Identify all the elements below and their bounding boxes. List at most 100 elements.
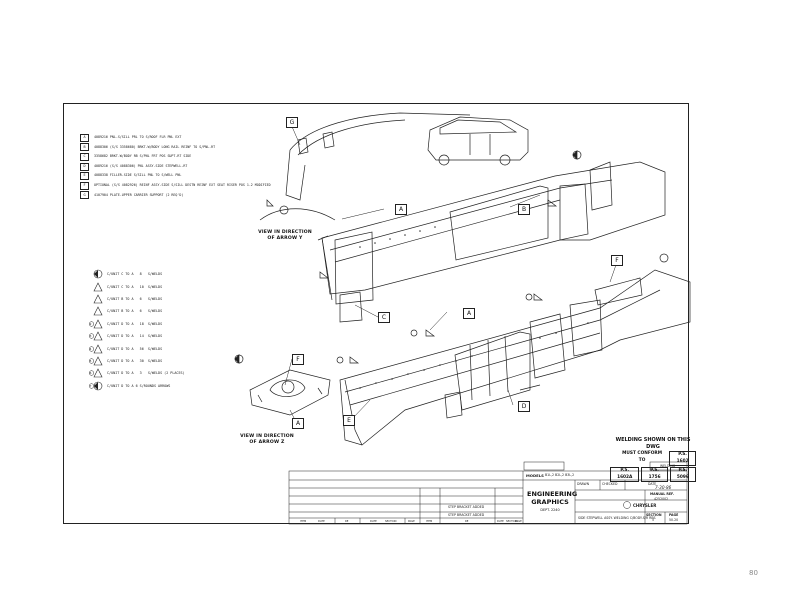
weld-symbol-icon (89, 381, 103, 391)
drawing-title: SIDE STEPWELL ASSY. WELDING C/BODY-S/R R… (578, 516, 656, 520)
legend-key: E (80, 172, 89, 181)
weld-schedule-text: C/UNIT C TO A 8 S/WELDS (107, 272, 163, 277)
page-value: 50.20 (669, 518, 679, 522)
legend-key: F (80, 181, 89, 190)
weld-schedule-row: C/UNIT C TO A 10 S/WELDS (89, 280, 185, 292)
engineering-graphics: ENGINEERING GRAPHICS (527, 490, 578, 506)
weld-note-line1: WELDING SHOWN ON THIS DWG (615, 437, 691, 450)
models-label: MODELS (526, 473, 544, 478)
col-head: ITEM (426, 519, 433, 523)
view-label-y: VIEW IN DIRECTION OF ARROW Y (258, 230, 312, 241)
legend-text: 4089216 PNL-S/SILL PRL TO S/ROOF FLR PNL… (94, 135, 182, 139)
weld-schedule-text: C/UNIT B TO A 6 S/WELDS (107, 309, 163, 314)
legend-key: B (80, 143, 89, 152)
legend-text: OPTIONAL (S/S 4082926) REINF ASSY-SIDE S… (94, 182, 271, 187)
weld-schedule-text: C/UNIT C TO A 10 S/WELDS (107, 284, 163, 289)
view-z-plate (249, 369, 331, 416)
weld-schedule-text: C/UNIT D TO A 3 S/WELDS (2 PLACES) (107, 371, 185, 376)
weld-schedule-row: C/UNIT B TO A 6 S/WELDS (89, 305, 185, 317)
weld-seq-number: 4 (89, 346, 92, 351)
weld-seq-number: 2 (89, 321, 92, 326)
date-value: 7-30-86 (655, 485, 672, 490)
col-head: PAGE (408, 519, 415, 523)
parts-legend: A 4089216 PNL-S/SILL PRL TO S/ROOF FLR PN… (80, 133, 271, 200)
callout-c: C (378, 312, 390, 323)
spec-ps5096: P.S. 5096 (669, 467, 697, 482)
weld-seq-number: 5 (89, 358, 92, 363)
weld-symbol-icon (93, 294, 103, 304)
upper-carrier-sketch (259, 112, 471, 221)
weld-schedule-row: 5 C/UNIT D TO A 30 S/WELDS (89, 355, 185, 367)
spec-ps1756: P.S. 1756 (641, 467, 668, 482)
legend-row: D 4089216 (S/S 4088306) PNL ASSY-SIDE STE… (80, 162, 271, 172)
weld-symbol-icon (93, 269, 103, 279)
weld-schedule-text: C/UNIT D TO A 30 S/WELDS (107, 358, 163, 363)
legend-text: 4088306 (S/S 3358680) BRKT-W/BODY LONG R… (94, 144, 216, 149)
weld-schedule-text: C/UNIT D TO A 6 S/ROUNDS ARROWS (107, 383, 171, 388)
weld-symbol-icon (89, 343, 103, 353)
weld-seq-number: 7 (89, 383, 92, 388)
col-head: DATE (497, 519, 504, 523)
callout-f-lower: F (292, 354, 304, 365)
callout-e: E (343, 415, 355, 426)
callout-a-lower: A (463, 308, 475, 319)
page-number: 80 (749, 569, 758, 577)
date-label: DATE (648, 482, 657, 486)
upper-sill-assembly (317, 161, 666, 323)
sheet-tag: WELDING (660, 464, 676, 468)
legend-row: E 4088338 FILLER-SIDE S/SILL PNL TO S/WEL… (80, 171, 271, 181)
legend-key: G (80, 191, 89, 200)
revision-note-2: STEP BRACKET ADDED (448, 513, 485, 517)
leader-lines (284, 121, 618, 423)
col-head: RE (345, 519, 349, 523)
weld-schedule-text: C/UNIT D TO A 56 S/WELDS (107, 346, 163, 351)
weld-schedule: C/UNIT C TO A 8 S/WELDS C/UNIT C TO A 10 … (89, 268, 185, 392)
legend-key: A (80, 133, 89, 142)
welding-conformance-note: WELDING SHOWN ON THIS DWG MUST CONFORM T… (610, 437, 697, 482)
col-head: PAGE (515, 519, 522, 523)
callout-b: B (518, 204, 530, 215)
weld-spots (359, 226, 589, 389)
van-illustration (427, 116, 529, 166)
weld-symbol-icon (93, 306, 103, 316)
manual-ref-label: MANUAL REF. (650, 492, 674, 496)
weld-symbol-icon (89, 319, 103, 329)
weld-symbols (234, 150, 669, 364)
col-head: ITEM (300, 519, 307, 523)
weld-schedule-row: C/UNIT C TO A 8 S/WELDS (89, 268, 185, 280)
col-head: SECTION (385, 519, 397, 523)
col-head: DATE (370, 519, 377, 523)
callout-d: D (518, 401, 530, 412)
drawing-sheet-border (63, 103, 689, 524)
col-head: SECTION (506, 519, 518, 523)
callout-f-upper: F (611, 255, 623, 266)
legend-key: D (80, 162, 89, 171)
page-label: PAGE (669, 513, 679, 517)
weld-symbol-icon (89, 331, 103, 341)
legend-row: A 4089216 PNL-S/SILL PRL TO S/ROOF FLR PN… (80, 133, 271, 143)
lower-sill-assembly (339, 269, 691, 446)
legend-row: B 4088306 (S/S 3358680) BRKT-W/BODY LONG … (80, 143, 271, 153)
weld-schedule-text: C/UNIT D TO A 14 S/WELDS (107, 334, 163, 339)
callout-a-upper: A (395, 204, 407, 215)
weld-symbol-icon (89, 356, 103, 366)
legend-row: F OPTIONAL (S/S 4082926) REINF ASSY-SIDE … (80, 181, 271, 191)
callout-g: G (286, 117, 298, 128)
legend-text: 3358682 BRKT-W/BODY RB S/PNL FRT POS SUP… (94, 154, 192, 159)
weld-schedule-text: C/UNIT B TO A 6 S/WELDS (107, 296, 163, 301)
weld-symbol-icon (89, 368, 103, 378)
drawn-label: DRAWN (577, 482, 590, 486)
weld-note-line2: MUST CONFORM TO (622, 451, 663, 463)
legend-text: 4088338 FILLER-SIDE S/SILL PNL TO S/WELL… (94, 173, 182, 178)
weld-schedule-row: C/UNIT B TO A 6 S/WELDS (89, 293, 185, 305)
callout-a-view: A (292, 418, 304, 429)
model-codes: B1L,2 B2L,2 B3L,2 (545, 473, 575, 477)
section-value: 5 (652, 518, 655, 522)
legend-text: 4089216 (S/S 4088306) PNL ASSY-SIDE STEP… (94, 163, 188, 168)
